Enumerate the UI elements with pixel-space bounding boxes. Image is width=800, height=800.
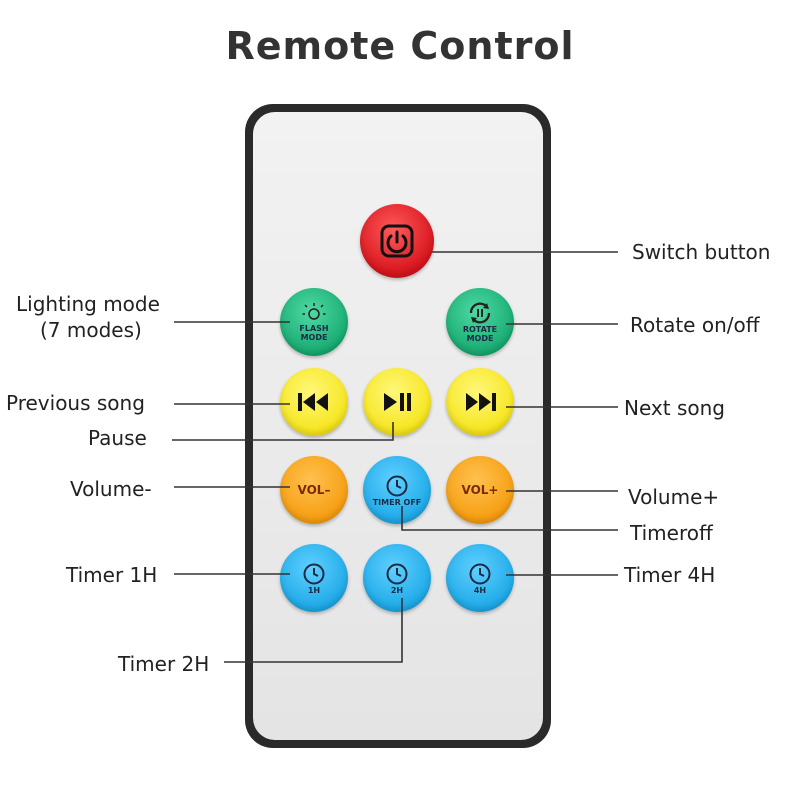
next-button[interactable] (446, 368, 514, 436)
timer-2h-label: 2H (390, 585, 404, 595)
callout-rotate: Rotate on/off (630, 313, 760, 337)
timer-off-label: TIMER OFF (372, 497, 422, 507)
power-icon (380, 224, 414, 258)
sun-icon (302, 303, 326, 320)
timer-off-button[interactable]: TIMER OFF (363, 456, 431, 524)
callout-timer-4h: Timer 4H (624, 563, 716, 587)
volume-up-button[interactable]: VOL+ (446, 456, 514, 524)
power-button[interactable] (360, 204, 434, 278)
callout-switch-button: Switch button (632, 240, 771, 264)
flash-mode-label-1: FLASH (299, 324, 329, 333)
rotate-icon (469, 302, 491, 324)
callout-lighting-mode-line1: Lighting mode (16, 292, 160, 316)
timer-4h-button[interactable]: 4H (446, 544, 514, 612)
volume-up-label: VOL+ (461, 483, 499, 497)
previous-track-icon (298, 393, 328, 411)
callout-volume-up: Volume+ (628, 485, 720, 509)
rotate-mode-button[interactable]: ROTATE MODE (446, 288, 514, 356)
rotate-mode-label-2: MODE (466, 334, 494, 343)
play-pause-button[interactable] (363, 368, 431, 436)
timer-1h-button[interactable]: 1H (280, 544, 348, 612)
previous-button[interactable] (280, 368, 348, 436)
callout-timer-2h: Timer 2H (118, 652, 210, 676)
timer-1h-label: 1H (307, 585, 321, 595)
callout-previous-song: Previous song (6, 391, 145, 415)
play-pause-icon (384, 393, 411, 411)
rotate-mode-label-1: ROTATE (462, 325, 498, 334)
callout-timer-1h: Timer 1H (66, 563, 158, 587)
clock-icon (386, 475, 408, 496)
clock-icon (386, 563, 408, 584)
callout-next-song: Next song (624, 396, 725, 420)
timer-4h-label: 4H (473, 585, 487, 595)
volume-down-button[interactable]: VOL– (280, 456, 348, 524)
clock-icon (469, 563, 491, 584)
next-track-icon (466, 393, 496, 411)
callout-lighting-mode-line2: (7 modes) (40, 318, 142, 342)
page-title: Remote Control (225, 24, 575, 68)
callout-volume-down: Volume- (70, 477, 152, 501)
volume-down-label: VOL– (297, 483, 331, 497)
callout-timeroff: Timeroff (630, 521, 713, 545)
timer-2h-button[interactable]: 2H (363, 544, 431, 612)
flash-mode-label-2: MODE (300, 333, 328, 342)
flash-mode-button[interactable]: FLASH MODE (280, 288, 348, 356)
clock-icon (303, 563, 325, 584)
callout-pause: Pause (88, 426, 147, 450)
